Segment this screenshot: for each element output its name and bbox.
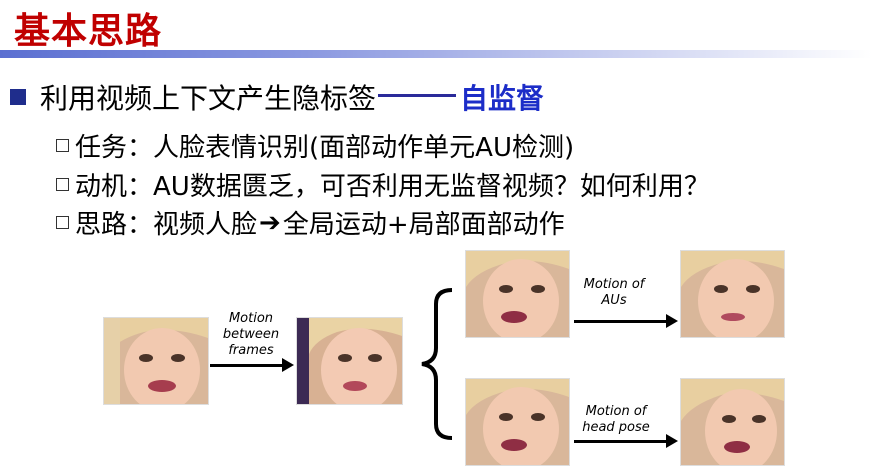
sub-item-label: 动机：	[75, 172, 154, 202]
curly-brace-icon	[421, 288, 453, 440]
sub-item-text-before: 视频人脸	[153, 210, 258, 240]
label-motion-between-frames-text: Motion between frames	[222, 311, 280, 358]
sub-item-text: 人脸表情识别(面部动作单元AU检测)	[153, 133, 575, 163]
main-bullet-text: 利用视频上下文产生隐标签	[40, 82, 377, 115]
label-motion-of-head-pose: Motion of head pose	[574, 404, 658, 436]
face-image-au-target	[680, 250, 785, 338]
slide-title: 基本思路	[14, 11, 163, 52]
sub-item-idea: 思路： 视频人脸 ➔ 全局运动+局部面部动作	[56, 204, 565, 241]
arrow-between-frames	[210, 358, 294, 372]
face-image-input	[103, 317, 209, 405]
hollow-square-bullet-icon	[56, 139, 69, 152]
sub-item-label: 思路：	[75, 210, 154, 240]
sub-item-text-after: 全局运动+局部面部动作	[282, 210, 565, 240]
hollow-square-bullet-icon	[56, 216, 69, 229]
label-motion-of-head-pose-text: Motion of head pose	[582, 404, 650, 435]
face-image-pose-target	[680, 378, 785, 466]
arrow-motion-of-aus	[574, 314, 678, 328]
arrow-motion-of-head-pose	[574, 434, 678, 448]
title-underline	[0, 50, 872, 58]
sub-item-motivation: 动机： AU数据匮乏，可否利用无监督视频？如何利用？	[56, 166, 710, 203]
sub-item-text: AU数据匮乏，可否利用无监督视频？如何利用？	[153, 172, 710, 202]
sub-item-task: 任务： 人脸表情识别(面部动作单元AU检测)	[56, 127, 574, 164]
label-motion-of-aus: Motion of AUs	[574, 277, 654, 309]
sub-item-label: 任务：	[75, 133, 154, 163]
label-motion-of-aus-text: Motion of AUs	[583, 277, 645, 308]
square-bullet-icon	[10, 89, 26, 105]
right-arrow-icon: ➔	[259, 207, 281, 238]
face-image-frame2	[296, 317, 403, 405]
main-bullet-emphasis: 自监督	[460, 82, 545, 115]
face-image-au-source	[465, 250, 570, 338]
main-bullet: 利用视频上下文产生隐标签 自监督	[10, 77, 544, 117]
label-motion-between-frames: Motion between frames	[214, 311, 288, 359]
em-dash-line	[378, 93, 457, 97]
face-image-pose-source	[465, 378, 570, 466]
hollow-square-bullet-icon	[56, 178, 69, 191]
